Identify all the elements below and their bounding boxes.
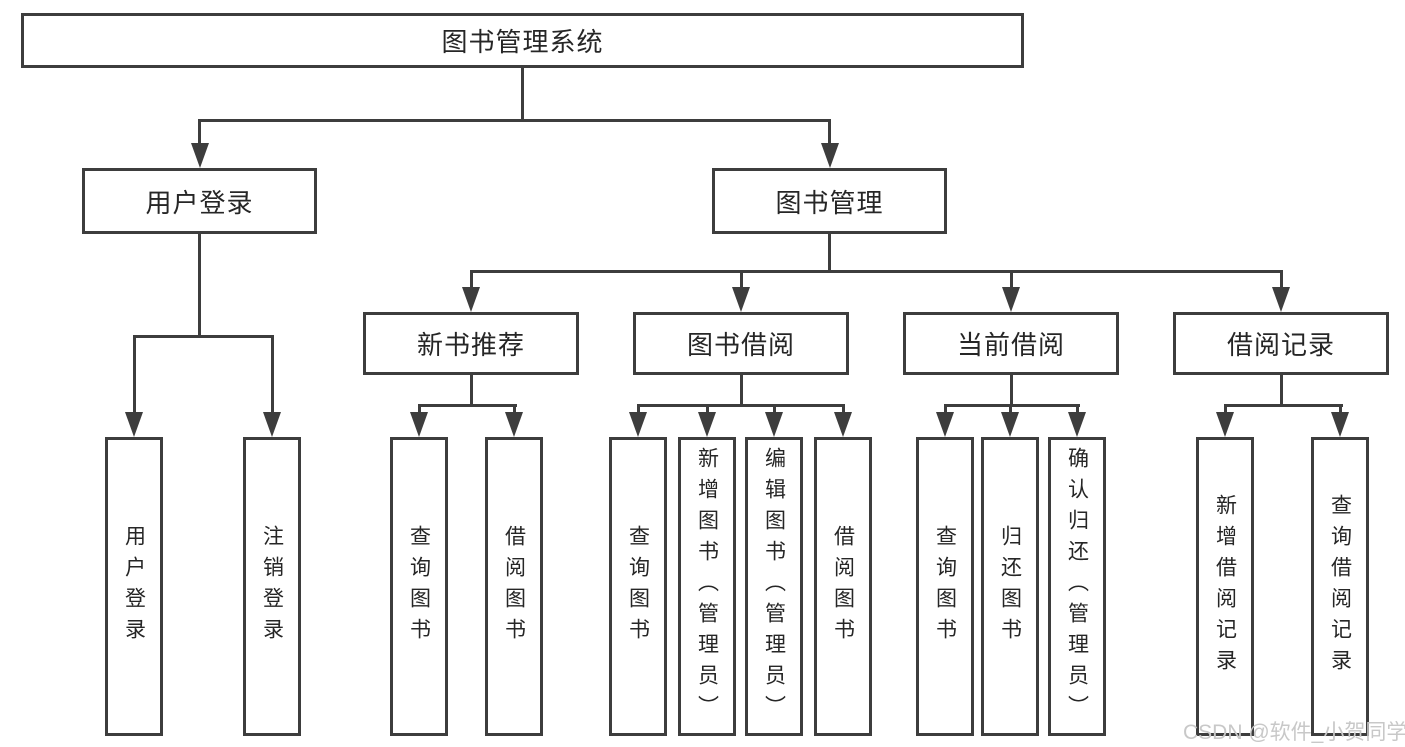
leaf-query-borrow-record: 查询借阅记录 [1311,437,1369,736]
connector-drop-leaf [944,404,947,416]
connector-drop-leaf [842,404,845,416]
arrow-down-icon [505,412,523,437]
connector-user-stem [198,234,201,337]
connector-drop-leaf [1224,404,1227,416]
arrow-down-icon [1068,412,1086,437]
arrow-down-icon [191,143,209,168]
leaf-query-book-borrow: 查询图书 [609,437,667,736]
connector-borrow-stem [740,373,743,407]
arrow-down-icon [629,412,647,437]
leaf-label: 查询图书 [407,524,431,649]
connector-newbook-stem [470,373,473,407]
csdn-watermark: CSDN @软件_小贺同学 [1183,721,1405,744]
arrow-down-icon [125,412,143,437]
connector-drop-lv3 [740,270,743,289]
leaf-borrow-book: 借阅图书 [814,437,872,736]
leaf-label: 查询图书 [626,524,650,649]
connector-drop-leaf [418,404,421,416]
connector-drop-book-mgmt [828,119,831,146]
arrow-down-icon [1272,287,1290,312]
connector-drop-leaf [706,404,709,416]
arrow-down-icon [936,412,954,437]
connector-mgmt-hline [470,270,1283,273]
arrow-down-icon [1331,412,1349,437]
node-book-management: 图书管理 [712,168,947,234]
arrow-down-icon [834,412,852,437]
connector-root-stem [521,66,524,121]
leaf-edit-book-admin: 编辑图书（管理员） [745,437,803,736]
connector-drop-leaf [513,404,516,416]
leaf-label: 用户登录 [122,524,146,649]
connector-drop-user-login [198,119,201,146]
leaf-label: 借阅图书 [502,524,526,649]
node-user-login: 用户登录 [82,168,317,234]
connector-newbook-hline [418,404,517,407]
connector-drop-lv3 [470,270,473,289]
arrow-down-icon [263,412,281,437]
leaf-query-book-newbook: 查询图书 [390,437,448,736]
arrow-down-icon [1216,412,1234,437]
arrow-down-icon [765,412,783,437]
connector-drop-leaf [1339,404,1342,416]
connector-mgmt-stem [828,234,831,272]
connector-records-stem [1280,373,1283,407]
connector-root-hline [198,119,831,122]
leaf-label: 新增借阅记录 [1213,493,1237,680]
connector-drop-leaf [1009,404,1012,416]
node-root-title: 图书管理系统 [21,13,1024,68]
connector-drop-leaf [133,335,136,414]
node-borrow-records: 借阅记录 [1173,312,1389,375]
connector-drop-leaf [271,335,274,414]
leaf-label: 归还图书 [998,524,1022,649]
arrow-down-icon [821,143,839,168]
leaf-label: 注销登录 [260,524,284,649]
arrow-down-icon [462,287,480,312]
leaf-label: 确认归还（管理员） [1065,447,1089,726]
connector-borrow-hline [637,404,845,407]
leaf-query-book-current: 查询图书 [916,437,974,736]
connector-records-hline [1224,404,1343,407]
leaf-user-login: 用户登录 [105,437,163,736]
connector-drop-leaf [637,404,640,416]
leaf-confirm-return-admin: 确认归还（管理员） [1048,437,1106,736]
leaf-borrow-book-newbook: 借阅图书 [485,437,543,736]
arrow-down-icon [1002,287,1020,312]
connector-current-hline [944,404,1080,407]
arrow-down-icon [410,412,428,437]
connector-drop-lv3 [1280,270,1283,289]
node-book-borrow: 图书借阅 [633,312,849,375]
connector-drop-lv3 [1010,270,1013,289]
leaf-label: 查询借阅记录 [1328,493,1352,680]
connector-user-hline [133,335,274,338]
connector-drop-leaf [773,404,776,416]
connector-current-stem [1010,373,1013,407]
connector-drop-leaf [1076,404,1079,416]
node-current-borrow: 当前借阅 [903,312,1119,375]
arrow-down-icon [732,287,750,312]
leaf-label: 查询图书 [933,524,957,649]
leaf-logout: 注销登录 [243,437,301,736]
leaf-label: 编辑图书（管理员） [762,447,786,726]
leaf-return-book: 归还图书 [981,437,1039,736]
leaf-add-book-admin: 新增图书（管理员） [678,437,736,736]
leaf-label: 新增图书（管理员） [695,447,719,726]
arrow-down-icon [1001,412,1019,437]
leaf-label: 借阅图书 [831,524,855,649]
leaf-add-borrow-record: 新增借阅记录 [1196,437,1254,736]
arrow-down-icon [698,412,716,437]
node-new-book-recommend: 新书推荐 [363,312,579,375]
